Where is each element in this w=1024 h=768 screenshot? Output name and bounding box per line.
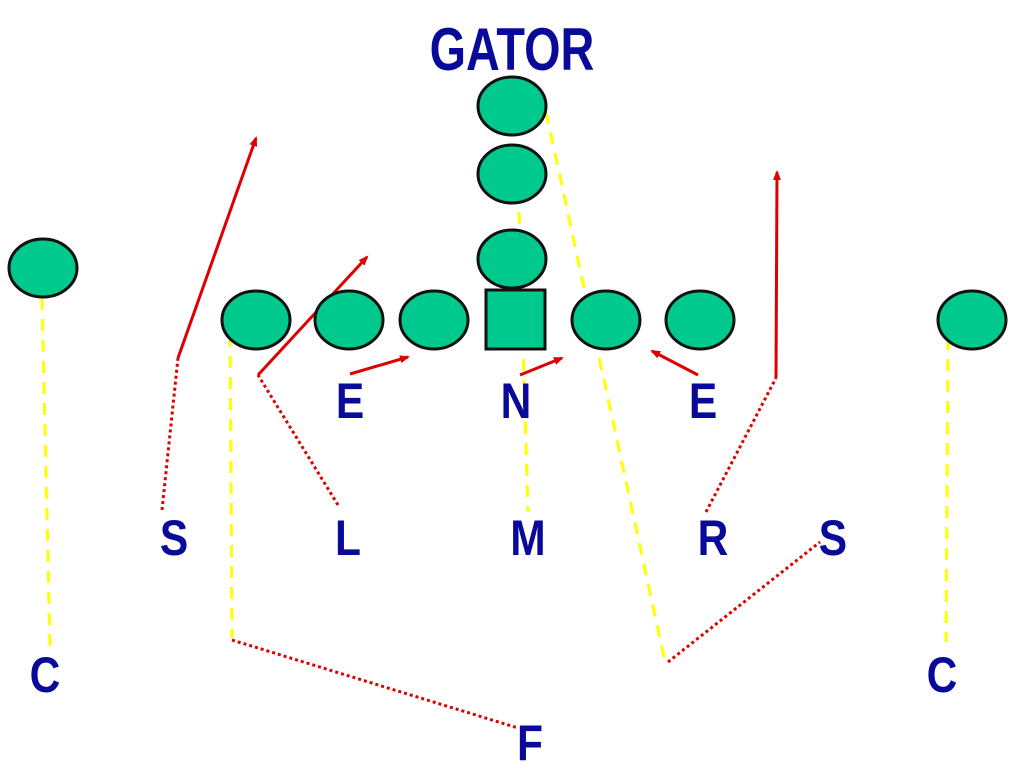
label-c-right: C <box>927 647 958 703</box>
player-quarterback <box>476 228 548 290</box>
defender-labels: E N E S L M R S C C F <box>30 373 958 768</box>
player-center <box>484 288 547 351</box>
label-n: N <box>501 373 532 429</box>
coverage-line-left-seam <box>228 334 234 639</box>
arrow-e-right <box>650 349 699 377</box>
label-m: M <box>510 510 545 566</box>
play-title: GATOR <box>430 16 595 83</box>
label-c-left: C <box>30 647 61 703</box>
coverage-line-right-corner <box>944 337 950 643</box>
label-l: L <box>335 510 361 566</box>
dotted-routes <box>160 357 821 730</box>
solid-arrows <box>176 136 781 379</box>
player-guard-right <box>570 289 642 351</box>
arrow-s-left-deep <box>176 136 258 359</box>
arrow-l-rush <box>256 255 369 377</box>
route-dotted-s-left <box>160 357 180 511</box>
coverage-line-deep-diagonal <box>544 111 667 663</box>
player-tackle-right <box>664 289 736 351</box>
route-dotted-r <box>704 377 778 513</box>
label-s-left: S <box>160 510 188 566</box>
label-f: F <box>517 715 543 768</box>
coverage-line-left-corner <box>40 297 52 649</box>
label-e-right: E <box>689 373 717 429</box>
label-e-left: E <box>336 373 364 429</box>
player-back-deep <box>476 75 548 137</box>
coverage-lines <box>40 111 950 663</box>
offense-players <box>7 75 1008 351</box>
player-tackle-left <box>313 289 385 351</box>
player-back-middle <box>476 143 548 205</box>
player-guard-left <box>398 289 470 351</box>
route-dotted-s-right <box>667 540 821 664</box>
route-dotted-l <box>256 374 340 506</box>
label-r: R <box>698 510 729 566</box>
player-end-left <box>220 289 292 351</box>
arrow-r-deep <box>772 170 781 379</box>
player-wide-left <box>7 237 79 299</box>
route-dotted-f <box>231 638 519 730</box>
label-s-right: S <box>819 510 847 566</box>
arrow-e-left <box>349 355 410 376</box>
arrow-n <box>519 356 564 377</box>
player-wide-right <box>936 289 1008 351</box>
